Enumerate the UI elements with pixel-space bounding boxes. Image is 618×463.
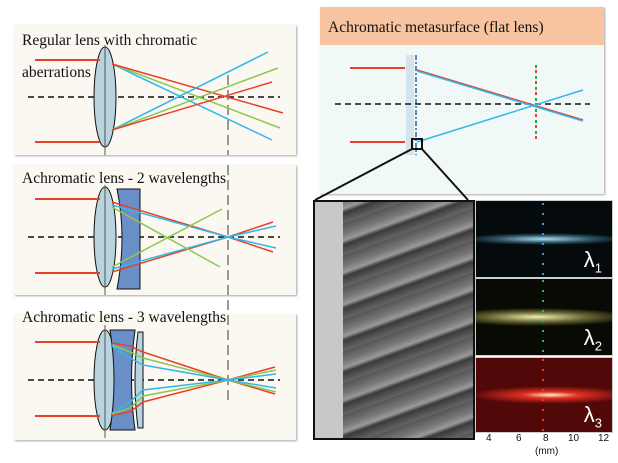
achromatic-3-title: Achromatic lens - 3 wavelengths	[22, 309, 227, 326]
x-tick-12: 12	[598, 433, 610, 444]
regular-lens-panel: Regular lens with chromatic aberrations	[14, 25, 296, 155]
lambda-1-label: λ1	[583, 246, 602, 275]
x-axis-unit: (mm)	[535, 446, 559, 457]
metasurface-header: Achromatic metasurface (flat lens)	[320, 7, 604, 45]
lambda-3-label: λ3	[583, 401, 602, 430]
regular-lens-title-1: Regular lens with chromatic	[22, 32, 198, 49]
x-tick-4: 4	[486, 433, 492, 444]
concave-lens	[109, 329, 136, 431]
x-tick-10: 10	[568, 433, 580, 444]
achromatic-2-title: Achromatic lens - 2 wavelengths	[22, 170, 227, 187]
x-tick-8: 8	[543, 433, 549, 444]
metasurface-title: Achromatic metasurface (flat lens)	[328, 19, 544, 36]
flat-lens	[406, 55, 414, 155]
lambda-2-label: λ2	[583, 324, 602, 353]
regular-lens-title-2: aberrations	[22, 64, 91, 81]
zoom-region-marker	[411, 138, 423, 150]
metasurface-panel: Achromatic metasurface (flat lens)	[320, 7, 604, 194]
sem-micrograph	[313, 200, 475, 440]
x-tick-6: 6	[516, 433, 522, 444]
